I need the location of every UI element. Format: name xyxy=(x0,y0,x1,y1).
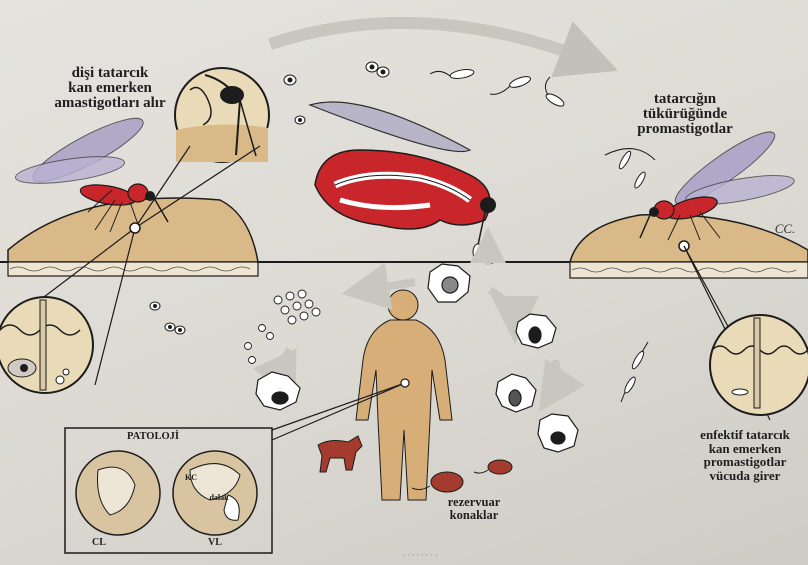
right-skin-closeup xyxy=(710,315,808,415)
left-skin-closeup xyxy=(0,297,93,393)
label-cl: CL xyxy=(84,538,114,548)
label-dalak: dalak xyxy=(199,494,239,502)
pathology-box xyxy=(65,428,272,553)
artist-signature: CC. xyxy=(770,222,800,235)
label-saliva-promastigotes: tatarcığın tükürüğünde promastigotlar xyxy=(600,92,770,137)
label-reservoir-hosts: rezervuar konaklar xyxy=(434,496,514,521)
dog-reservoir-icon xyxy=(318,436,362,472)
free-amastigotes-left xyxy=(150,302,185,334)
label-kc: KC xyxy=(181,474,201,482)
label-vl: VL xyxy=(200,538,230,548)
bottom-caption: · · · · · · · · xyxy=(360,552,480,560)
center-sandfly-anatomy xyxy=(310,102,496,263)
label-infective-feeding: enfektif tatarcık kan emerken promastigo… xyxy=(680,428,808,483)
label-female-feeding: dişi tatarcık kan emerken amastigotları … xyxy=(40,66,180,111)
amastigote-cluster xyxy=(245,290,321,364)
floating-parasites-top xyxy=(284,62,566,124)
label-pathology-title: PATOLOJİ xyxy=(113,432,193,443)
top-transfer-arrow xyxy=(270,23,590,60)
